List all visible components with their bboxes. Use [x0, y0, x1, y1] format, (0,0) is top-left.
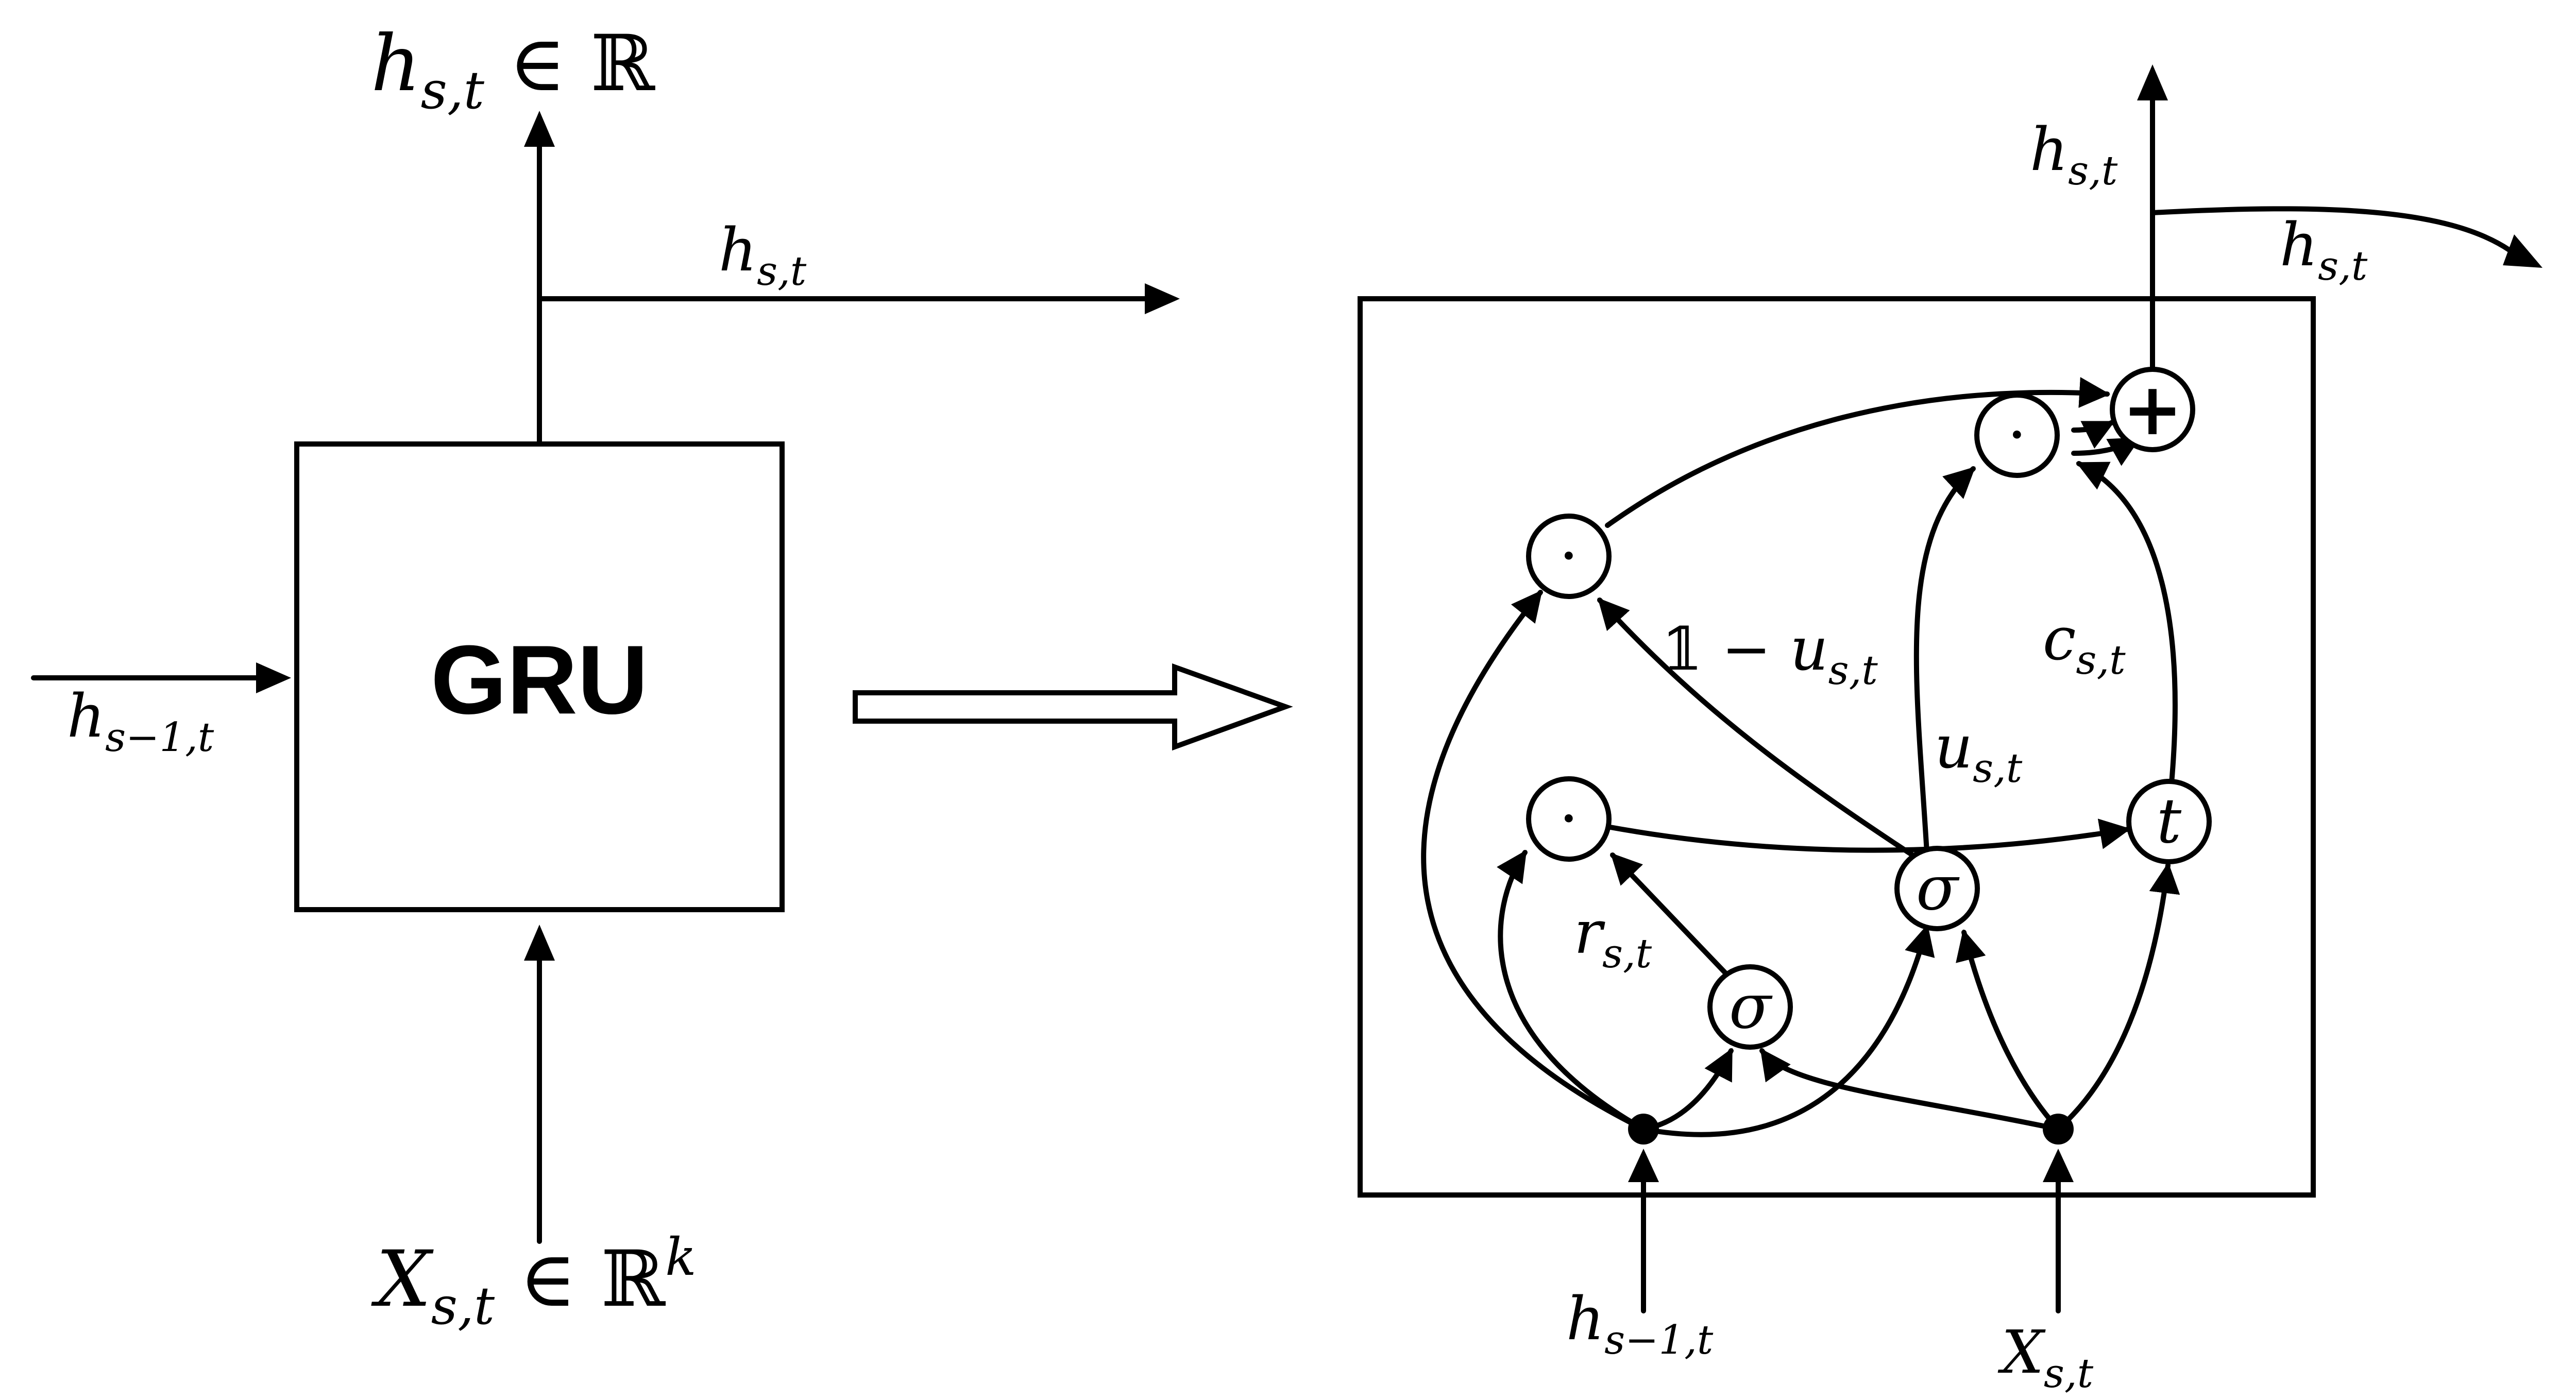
gru-branch-arrowhead	[1145, 283, 1180, 314]
hollow-right-arrow	[853, 663, 1293, 751]
svg-text:σ: σ	[1916, 853, 1960, 925]
svg-text:·: ·	[2007, 400, 2027, 471]
gru-cell-expanded: · · · + t σ σ hs,t hs,t	[1358, 64, 2543, 1397]
edge-upper-mult-to-add	[1605, 377, 2110, 528]
gru-hidden-input-arrowhead	[256, 662, 291, 693]
edge-reset-gate	[1610, 852, 1728, 976]
node-mult-lower-left: ·	[1526, 776, 1612, 862]
edge-reset-mult-to-tanh	[1605, 818, 2131, 853]
edge-update-gate	[1913, 466, 1976, 855]
cell-x-input-arrowhead	[2043, 1149, 2074, 1182]
svg-text:t: t	[2157, 786, 2182, 858]
cell-connections	[1421, 64, 2543, 1313]
svg-text:·: ·	[1559, 521, 1579, 592]
svg-text:·: ·	[1559, 783, 1579, 855]
svg-text:σ: σ	[1729, 971, 1773, 1043]
edge-h-to-sigma-update	[1641, 924, 1935, 1137]
gru-hidden-input-label: hs−1,t	[67, 682, 214, 761]
gru-x-input-label: Xs,t ∈ ℝk	[371, 1227, 697, 1336]
edge-h-to-upper-mult	[1421, 590, 1646, 1132]
hidden-split-point	[1628, 1114, 1659, 1145]
cell-hidden-input-label: hs−1,t	[1566, 1285, 1714, 1363]
node-mult-upper-left: ·	[1526, 514, 1612, 599]
cell-branch-curve	[2150, 206, 2512, 252]
node-sigma-reset: σ	[1707, 964, 1793, 1050]
edge-x-to-sigma-reset	[1759, 1048, 2061, 1132]
label-candidate: cs,t	[2043, 605, 2126, 684]
node-mult-right: ·	[1974, 392, 2060, 478]
cell-output-arrowhead	[2137, 64, 2168, 100]
cell-output-right-label: hs,t	[2280, 211, 2368, 289]
edge-candidate	[2076, 461, 2178, 786]
edge-h-to-sigma-reset	[1641, 1048, 1734, 1132]
cell-box	[1358, 296, 2316, 1198]
gru-output-arrowhead	[524, 111, 555, 147]
edge-right-mult-to-add-a	[2071, 420, 2115, 449]
input-split-point	[2043, 1114, 2074, 1145]
label-reset-gate: rs,t	[1574, 898, 1652, 977]
cell-hidden-input-arrowhead	[1628, 1149, 1659, 1182]
cell-output-top-label: hs,t	[2030, 115, 2118, 194]
edge-x-to-tanh	[2056, 862, 2180, 1132]
label-update-gate: us,t	[1935, 713, 2023, 792]
node-add: +	[2110, 367, 2195, 452]
edge-h-to-lower-mult	[1497, 850, 1646, 1132]
gru-output-right-label: hs,t	[719, 216, 807, 295]
edge-one-minus-update	[1597, 597, 1915, 858]
gru-block-left: GRU hs,t ∈ ℝ hs,t hs−1,t Xs,t ∈ ℝk	[31, 19, 1180, 1336]
edge-x-to-sigma-update	[1956, 929, 2061, 1132]
cell-x-input-label: Xs,t	[1997, 1318, 2094, 1397]
gru-output-top-label: hs,t ∈ ℝ	[371, 19, 655, 121]
svg-text:+: +	[2122, 367, 2182, 452]
node-sigma-update: σ	[1894, 846, 1980, 931]
gru-x-input-arrowhead	[524, 925, 555, 961]
cell-branch-arrowhead	[2503, 234, 2543, 268]
gru-label: GRU	[431, 625, 648, 735]
node-tanh: t	[2126, 779, 2212, 864]
label-one-minus-update: 𝟙 − us,t	[1662, 615, 1878, 694]
